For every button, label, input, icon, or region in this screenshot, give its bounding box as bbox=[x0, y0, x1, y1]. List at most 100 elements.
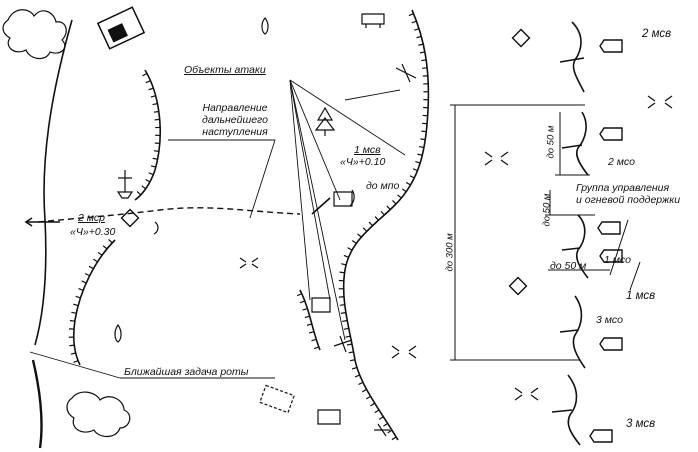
forest-blob-bottom-left bbox=[66, 391, 131, 438]
label-2msr-time: «Ч»+0.30 bbox=[70, 226, 116, 238]
trench-hatch bbox=[311, 338, 317, 342]
trench-hatch bbox=[358, 381, 364, 386]
trench-hatch bbox=[387, 429, 393, 434]
vehicle-symbol-2 bbox=[333, 191, 353, 207]
church-cross-icon bbox=[116, 170, 134, 199]
vehicle-symbol-4 bbox=[311, 297, 331, 313]
trench-hatch bbox=[108, 239, 113, 244]
trench-hatch bbox=[299, 300, 305, 304]
trench-hatch bbox=[348, 351, 354, 354]
trench-hatch bbox=[306, 323, 312, 326]
trench-hatch bbox=[361, 388, 367, 393]
trench-hatch bbox=[418, 145, 425, 149]
trench-hatch bbox=[75, 295, 81, 299]
trench-hatch bbox=[97, 251, 103, 256]
diamond-symbol-left bbox=[120, 208, 140, 228]
bmp-symbol-3msv bbox=[589, 429, 613, 443]
trench-hatch bbox=[78, 288, 84, 291]
trench-hatch bbox=[304, 315, 310, 319]
arrow-3mso bbox=[559, 329, 579, 333]
trench-hatch bbox=[374, 216, 379, 221]
trench-hatch bbox=[148, 172, 154, 176]
trench-hatch bbox=[347, 247, 353, 251]
flag-symbol bbox=[96, 6, 146, 50]
label-attack-objects: Объекты атаки bbox=[184, 64, 266, 76]
defense-line-mid bbox=[299, 289, 321, 351]
trench-hatch bbox=[414, 28, 420, 31]
bmp-symbol-2msv bbox=[599, 39, 623, 53]
trench-hatch bbox=[416, 35, 422, 39]
trench-hatch bbox=[150, 95, 156, 98]
leader-line-10 bbox=[344, 89, 401, 101]
trench-hatch bbox=[148, 87, 154, 91]
label-immediate-task: Ближайшая задача роты bbox=[124, 366, 249, 378]
trench-hatch bbox=[69, 344, 75, 347]
trench-hatch bbox=[102, 245, 108, 250]
trench-hatch bbox=[354, 374, 360, 378]
trench-hatch bbox=[349, 359, 356, 362]
trench-hatch bbox=[313, 346, 320, 350]
leader-line-2 bbox=[289, 79, 341, 201]
trench-hatch bbox=[339, 304, 345, 306]
unit-curve-1mso bbox=[575, 214, 589, 279]
bmp-symbol-1mso bbox=[599, 249, 623, 263]
trench-hatch bbox=[141, 185, 147, 190]
small-mark-1 bbox=[153, 221, 159, 235]
leader-line-8 bbox=[29, 351, 121, 379]
trench-hatch bbox=[365, 395, 371, 400]
trench-hatch bbox=[409, 175, 415, 179]
trench-left-lower bbox=[73, 239, 116, 366]
label-1msv-time: «Ч»+0.10 bbox=[340, 156, 386, 168]
label-to-300: до 300 м bbox=[444, 233, 456, 272]
trench-hatch bbox=[73, 360, 79, 364]
leader-line-3 bbox=[289, 79, 331, 301]
label-control-group-1: Группа управления bbox=[576, 182, 670, 194]
trench-hatch bbox=[392, 200, 397, 205]
trench-hatch bbox=[357, 233, 362, 238]
trench-hatch bbox=[145, 178, 151, 183]
trench-hatch bbox=[351, 366, 358, 370]
trench-hatch bbox=[351, 240, 357, 244]
label-3mso: 3 мсо bbox=[596, 314, 623, 326]
label-further-attack-1: Направление bbox=[202, 102, 268, 114]
trench-hatch bbox=[145, 80, 151, 84]
trench-hatch bbox=[93, 258, 98, 263]
trench-hatch bbox=[81, 280, 87, 284]
trench-hatch bbox=[84, 272, 90, 277]
label-3msv: 3 мсв bbox=[626, 418, 656, 430]
trench-left-upper bbox=[134, 69, 161, 201]
trench-hatch bbox=[340, 312, 346, 314]
trench-hatch bbox=[302, 307, 308, 311]
left-boundary-line bbox=[34, 19, 73, 346]
label-2msv: 2 мсв bbox=[642, 28, 672, 40]
trench-hatch bbox=[380, 210, 385, 216]
label-2msr: 2 мср bbox=[78, 212, 105, 224]
tree-icon bbox=[314, 106, 336, 136]
bottom-boundary-line bbox=[31, 359, 43, 449]
trench-hatch bbox=[411, 20, 417, 24]
leader-line-6 bbox=[249, 139, 276, 219]
label-1msv-top: 1 мсв bbox=[354, 144, 381, 156]
trench-hatch bbox=[296, 293, 302, 297]
obstacle-symbol-5 bbox=[514, 387, 539, 401]
leader-line-5 bbox=[289, 79, 311, 301]
trench-hatch bbox=[142, 72, 148, 77]
trench-hatch bbox=[378, 416, 384, 420]
trench-hatch bbox=[417, 153, 423, 156]
obstacle-symbol-4 bbox=[391, 345, 417, 359]
obstacle-symbol-2 bbox=[484, 151, 509, 166]
trench-hatch bbox=[341, 263, 347, 266]
unit-curve-3msv bbox=[567, 374, 581, 446]
trench-hatch bbox=[418, 43, 424, 46]
trench-hatch bbox=[383, 422, 388, 427]
trench-hatch bbox=[343, 254, 349, 258]
trench-hatch bbox=[152, 103, 158, 106]
trench-hatch bbox=[405, 181, 411, 186]
trench-hatch bbox=[415, 160, 421, 164]
dashed-box-symbol bbox=[259, 384, 295, 414]
label-1mso: 1 мсо bbox=[604, 254, 631, 266]
arrow-2msv bbox=[559, 57, 585, 63]
label-further-attack-2: дальнейшего bbox=[202, 114, 268, 126]
trench-hatch bbox=[370, 402, 376, 407]
unit-curve-2mso bbox=[575, 111, 589, 176]
